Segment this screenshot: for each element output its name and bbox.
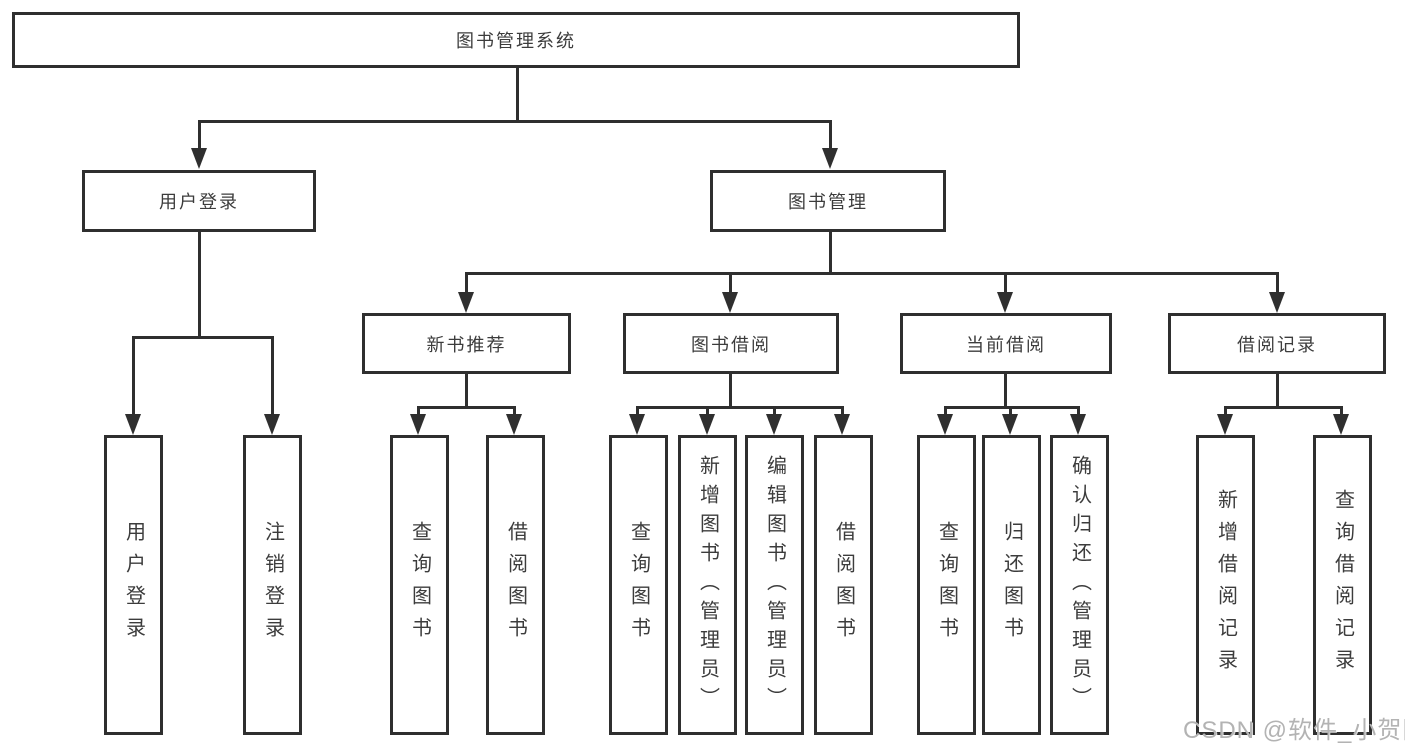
node-borrowing-records-label: 借阅记录 <box>1237 334 1317 355</box>
connector-level2-rail <box>198 120 832 123</box>
node-borrowing-records: 借阅记录 <box>1168 313 1386 374</box>
leaf-edit-book-admin: 编辑图书（管理员） <box>745 435 804 735</box>
arrowhead-query-books-borrowing <box>629 414 645 435</box>
node-book-borrowing-label: 图书借阅 <box>691 334 771 355</box>
arrowhead-leaf-user-login <box>125 414 141 435</box>
leaf-add-borrow-record: 新增借阅记录 <box>1196 435 1255 735</box>
leaf-confirm-return-admin: 确认归还（管理员） <box>1050 435 1109 735</box>
arrowhead-add-borrow-record <box>1217 414 1233 435</box>
connector-drop-book-borrowing <box>729 272 732 295</box>
node-book-borrowing: 图书借阅 <box>623 313 839 374</box>
leaf-logout: 注销登录 <box>243 435 302 735</box>
node-user-login: 用户登录 <box>82 170 316 232</box>
connector-current-borrowing-stub <box>1004 374 1007 406</box>
leaf-query-books-recommend: 查询图书 <box>390 435 449 735</box>
node-book-management-label: 图书管理 <box>788 192 868 212</box>
leaf-return-book: 归还图书 <box>982 435 1041 735</box>
connector-drop-book-management <box>829 120 832 152</box>
connector-drop-query-books-recommend <box>417 406 420 418</box>
arrowhead-query-books-current <box>937 414 953 435</box>
arrowhead-current-borrowing <box>997 292 1013 313</box>
connector-root-stub <box>516 68 519 120</box>
leaf-borrow-books-recommend-label: 借阅图书 <box>504 521 527 649</box>
leaf-return-book-label: 归还图书 <box>1000 521 1023 649</box>
connector-drop-query-books-borrowing <box>636 406 639 418</box>
arrowhead-book-borrowing <box>722 292 738 313</box>
connector-user-login-stub <box>198 232 201 336</box>
leaf-query-books-recommend-label: 查询图书 <box>408 521 431 649</box>
connector-drop-leaf-logout <box>271 336 274 418</box>
node-root-label: 图书管理系统 <box>456 31 576 51</box>
leaf-edit-book-admin-label: 编辑图书（管理员） <box>763 454 786 716</box>
leaf-add-borrow-record-label: 新增借阅记录 <box>1214 489 1237 681</box>
leaf-add-book-admin: 新增图书（管理员） <box>678 435 737 735</box>
connector-drop-borrow-books-recommend <box>513 406 516 418</box>
csdn-watermark: CSDN @软件_小贺同学 <box>1183 717 1405 744</box>
connector-drop-borrowing-records <box>1276 272 1279 295</box>
connector-drop-edit-book-admin <box>773 406 776 418</box>
leaf-query-books-borrowing-label: 查询图书 <box>627 521 650 649</box>
arrowhead-edit-book-admin <box>766 414 782 435</box>
node-new-book-recommend-label: 新书推荐 <box>426 334 507 355</box>
arrowhead-user-login <box>191 148 207 169</box>
connector-drop-return-book <box>1009 406 1012 418</box>
leaf-borrow-books-borrowing-label: 借阅图书 <box>832 521 855 649</box>
connector-drop-leaf-user-login <box>132 336 135 418</box>
leaf-confirm-return-admin-label: 确认归还（管理员） <box>1068 454 1091 716</box>
connector-book-borrowing-rail <box>636 406 844 409</box>
arrowhead-borrowing-records <box>1269 292 1285 313</box>
connector-drop-query-borrow-record <box>1340 406 1343 418</box>
leaf-user-login-label: 用户登录 <box>122 521 145 649</box>
leaf-logout-label: 注销登录 <box>261 521 284 649</box>
arrowhead-query-borrow-record <box>1333 414 1349 435</box>
arrowhead-add-book-admin <box>699 414 715 435</box>
connector-drop-borrow-books-borrowing <box>841 406 844 418</box>
connector-drop-current-borrowing <box>1004 272 1007 295</box>
connector-book-management-stub <box>829 232 832 272</box>
leaf-query-books-current: 查询图书 <box>917 435 976 735</box>
connector-drop-query-books-current <box>944 406 947 418</box>
connector-new-book-recommend-rail <box>417 406 516 409</box>
connector-drop-add-borrow-record <box>1224 406 1227 418</box>
connector-borrowing-records-rail <box>1224 406 1343 409</box>
arrowhead-leaf-logout <box>264 414 280 435</box>
leaf-user-login: 用户登录 <box>104 435 163 735</box>
arrowhead-query-books-recommend <box>410 414 426 435</box>
leaf-query-borrow-record: 查询借阅记录 <box>1313 435 1372 735</box>
node-current-borrowing: 当前借阅 <box>900 313 1112 374</box>
node-book-management: 图书管理 <box>710 170 946 232</box>
connector-user-login-rail <box>132 336 274 339</box>
arrowhead-confirm-return-admin <box>1070 414 1086 435</box>
arrowhead-borrow-books-borrowing <box>834 414 850 435</box>
leaf-borrow-books-borrowing: 借阅图书 <box>814 435 873 735</box>
leaf-borrow-books-recommend: 借阅图书 <box>486 435 545 735</box>
arrowhead-book-management <box>822 148 838 169</box>
node-root: 图书管理系统 <box>12 12 1020 68</box>
leaf-query-books-current-label: 查询图书 <box>935 521 958 649</box>
leaf-add-book-admin-label: 新增图书（管理员） <box>696 454 719 716</box>
connector-level3-rail <box>465 272 1279 275</box>
connector-borrowing-records-stub <box>1276 374 1279 406</box>
arrowhead-borrow-books-recommend <box>506 414 522 435</box>
arrowhead-new-book-recommend <box>458 292 474 313</box>
leaf-query-borrow-record-label: 查询借阅记录 <box>1331 489 1354 681</box>
connector-drop-add-book-admin <box>706 406 709 418</box>
node-user-login-label: 用户登录 <box>159 192 239 212</box>
connector-drop-confirm-return-admin <box>1077 406 1080 418</box>
leaf-query-books-borrowing: 查询图书 <box>609 435 668 735</box>
connector-drop-new-book-recommend <box>465 272 468 295</box>
connector-new-book-recommend-stub <box>465 374 468 406</box>
connector-drop-user-login <box>198 120 201 152</box>
connector-current-borrowing-rail <box>944 406 1080 409</box>
connector-book-borrowing-stub <box>729 374 732 406</box>
node-current-borrowing-label: 当前借阅 <box>966 334 1046 355</box>
node-new-book-recommend: 新书推荐 <box>362 313 571 374</box>
arrowhead-return-book <box>1002 414 1018 435</box>
